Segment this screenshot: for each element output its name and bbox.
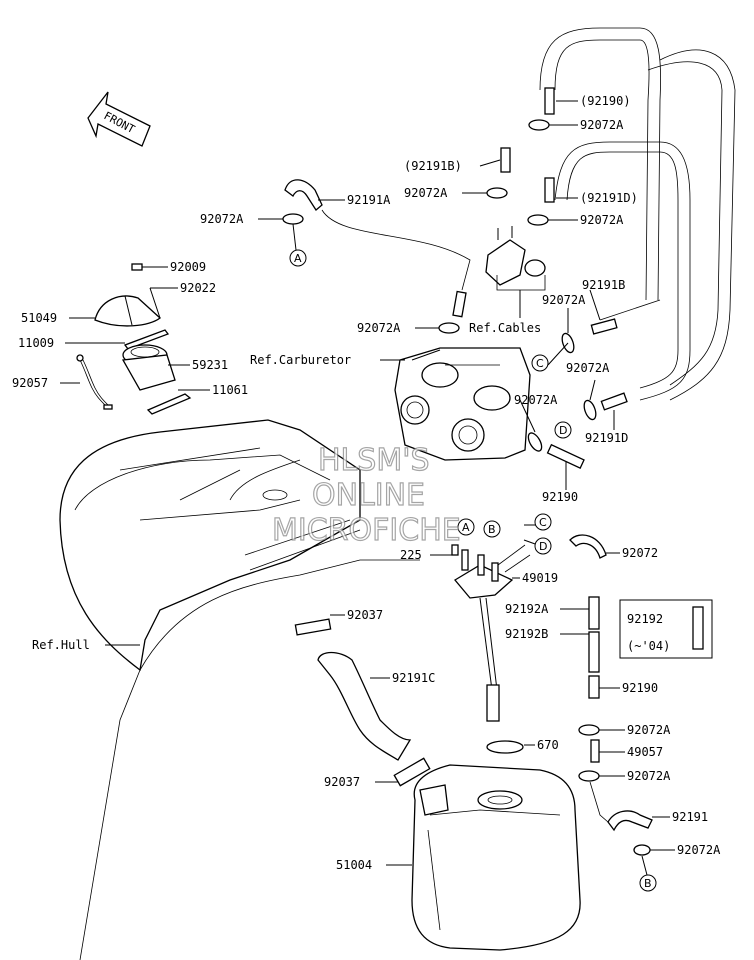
label-92072A-left: 92072A xyxy=(200,212,244,226)
label-225: 225 xyxy=(400,548,422,562)
label-92037-low: 92037 xyxy=(324,775,360,789)
svg-text:D: D xyxy=(539,540,547,553)
label-92191B-paren: (92191B) xyxy=(404,159,462,173)
label-92072A-1: 92072A xyxy=(580,118,624,132)
hose-carb xyxy=(452,290,467,318)
label-92072A-low3: 92072A xyxy=(677,843,721,857)
label-92192B: 92192B xyxy=(505,627,548,641)
hull-part xyxy=(59,419,420,960)
front-arrow-icon: FRONT xyxy=(87,91,151,147)
filter-92192B xyxy=(588,631,600,673)
svg-text:ONLINE: ONLINE xyxy=(312,478,425,513)
label-92191C: 92191C xyxy=(392,671,435,685)
label-92057: 92057 xyxy=(12,376,48,390)
circle-C-mid: C xyxy=(531,354,549,372)
label-92072A-mid: 92072A xyxy=(514,393,558,407)
svg-text:MICROFICHE: MICROFICHE xyxy=(272,513,461,548)
label-92022: 92022 xyxy=(180,281,216,295)
label-11009: 11009 xyxy=(18,336,54,350)
svg-text:A: A xyxy=(294,252,302,265)
label-92191D-paren: (92191D) xyxy=(580,191,638,205)
label-92190-mid: 92190 xyxy=(542,490,578,504)
hose-92191D-upper xyxy=(544,177,555,203)
label-92191B: 92191B xyxy=(582,278,625,292)
filter-92192A xyxy=(588,596,600,630)
label-92192-box: 92192 xyxy=(627,612,663,626)
carburetor-part xyxy=(394,347,531,461)
circle-D-mid: D xyxy=(554,421,572,439)
hose-92191C xyxy=(317,651,412,761)
label-ref-cables: Ref.Cables xyxy=(469,321,541,335)
label-92009: 92009 xyxy=(170,260,206,274)
label-49057: 49057 xyxy=(627,745,663,759)
hose-92191 xyxy=(607,810,653,832)
label-59231: 59231 xyxy=(192,358,228,372)
watermark: HLSM'S ONLINE MICROFICHE xyxy=(271,442,461,548)
label-92072A-low1: 92072A xyxy=(627,723,671,737)
hose-92191D xyxy=(600,392,628,411)
label-92191D: 92191D xyxy=(585,431,628,445)
label-92192A: 92192A xyxy=(505,602,549,616)
fitting-49057 xyxy=(590,739,600,763)
label-11061: 11061 xyxy=(212,383,248,397)
svg-text:C: C xyxy=(536,357,544,370)
label-92072A-2: 92072A xyxy=(404,186,448,200)
label-92191: 92191 xyxy=(672,810,708,824)
pickup-49019-part xyxy=(451,544,531,722)
label-92072A-low2: 92072A xyxy=(627,769,671,783)
svg-text:D: D xyxy=(559,424,567,437)
oring-670 xyxy=(486,740,524,754)
label-92072A-3: 92072A xyxy=(580,213,624,227)
hose-92190-mid xyxy=(546,443,585,470)
circle-A-top: A xyxy=(289,249,307,267)
hose-92190-low xyxy=(588,675,600,699)
circle-B-pickup: B xyxy=(483,520,501,538)
hose-loops xyxy=(539,27,736,401)
svg-text:A: A xyxy=(462,521,470,534)
svg-text:B: B xyxy=(488,523,496,536)
cap-51049-part xyxy=(94,295,162,327)
label-04-box: (~'04) xyxy=(627,639,670,653)
svg-text:C: C xyxy=(539,516,547,529)
circle-B-low: B xyxy=(639,874,657,892)
svg-text:B: B xyxy=(644,877,652,890)
label-92190-top: (92190) xyxy=(580,94,631,108)
circle-A-pickup: A xyxy=(457,518,475,536)
label-ref-hull: Ref.Hull xyxy=(32,638,90,652)
circle-D-pickup: D xyxy=(534,537,552,555)
fuel-valve-part xyxy=(485,226,546,286)
fuel-tank-part xyxy=(411,764,581,951)
clamp-icons xyxy=(282,119,651,856)
label-51004: 51004 xyxy=(336,858,372,872)
part-labels: (92190) 92072A (92191B) 92072A (92191D) … xyxy=(12,94,721,872)
hose-92191B xyxy=(590,318,618,335)
label-92191A: 92191A xyxy=(347,193,391,207)
hose-92191B-upper xyxy=(500,147,511,173)
variant-box xyxy=(619,599,713,659)
label-92037-top: 92037 xyxy=(347,608,383,622)
gasket-11061-part xyxy=(146,393,192,415)
leader-lines xyxy=(60,100,675,876)
label-92072A-d: 92072A xyxy=(566,361,610,375)
circle-C-pickup: C xyxy=(534,513,552,531)
gasket-11009-part xyxy=(123,329,170,350)
label-92190-low: 92190 xyxy=(622,681,658,695)
hose-92191A xyxy=(284,179,323,211)
pump-59231-part xyxy=(121,344,176,391)
strap-92057-part xyxy=(76,354,113,410)
label-49019: 49019 xyxy=(522,571,558,585)
hose-92037-low xyxy=(393,757,431,787)
label-670: 670 xyxy=(537,738,559,752)
label-92072A-carb: 92072A xyxy=(357,321,401,335)
hose-92037-top xyxy=(294,618,332,636)
svg-text:HLSM'S: HLSM'S xyxy=(318,443,430,478)
label-92072A-c: 92072A xyxy=(542,293,586,307)
label-92072: 92072 xyxy=(622,546,658,560)
label-ref-carburetor: Ref.Carburetor xyxy=(250,353,351,367)
label-51049: 51049 xyxy=(21,311,57,325)
hose-92190-top xyxy=(544,87,555,115)
